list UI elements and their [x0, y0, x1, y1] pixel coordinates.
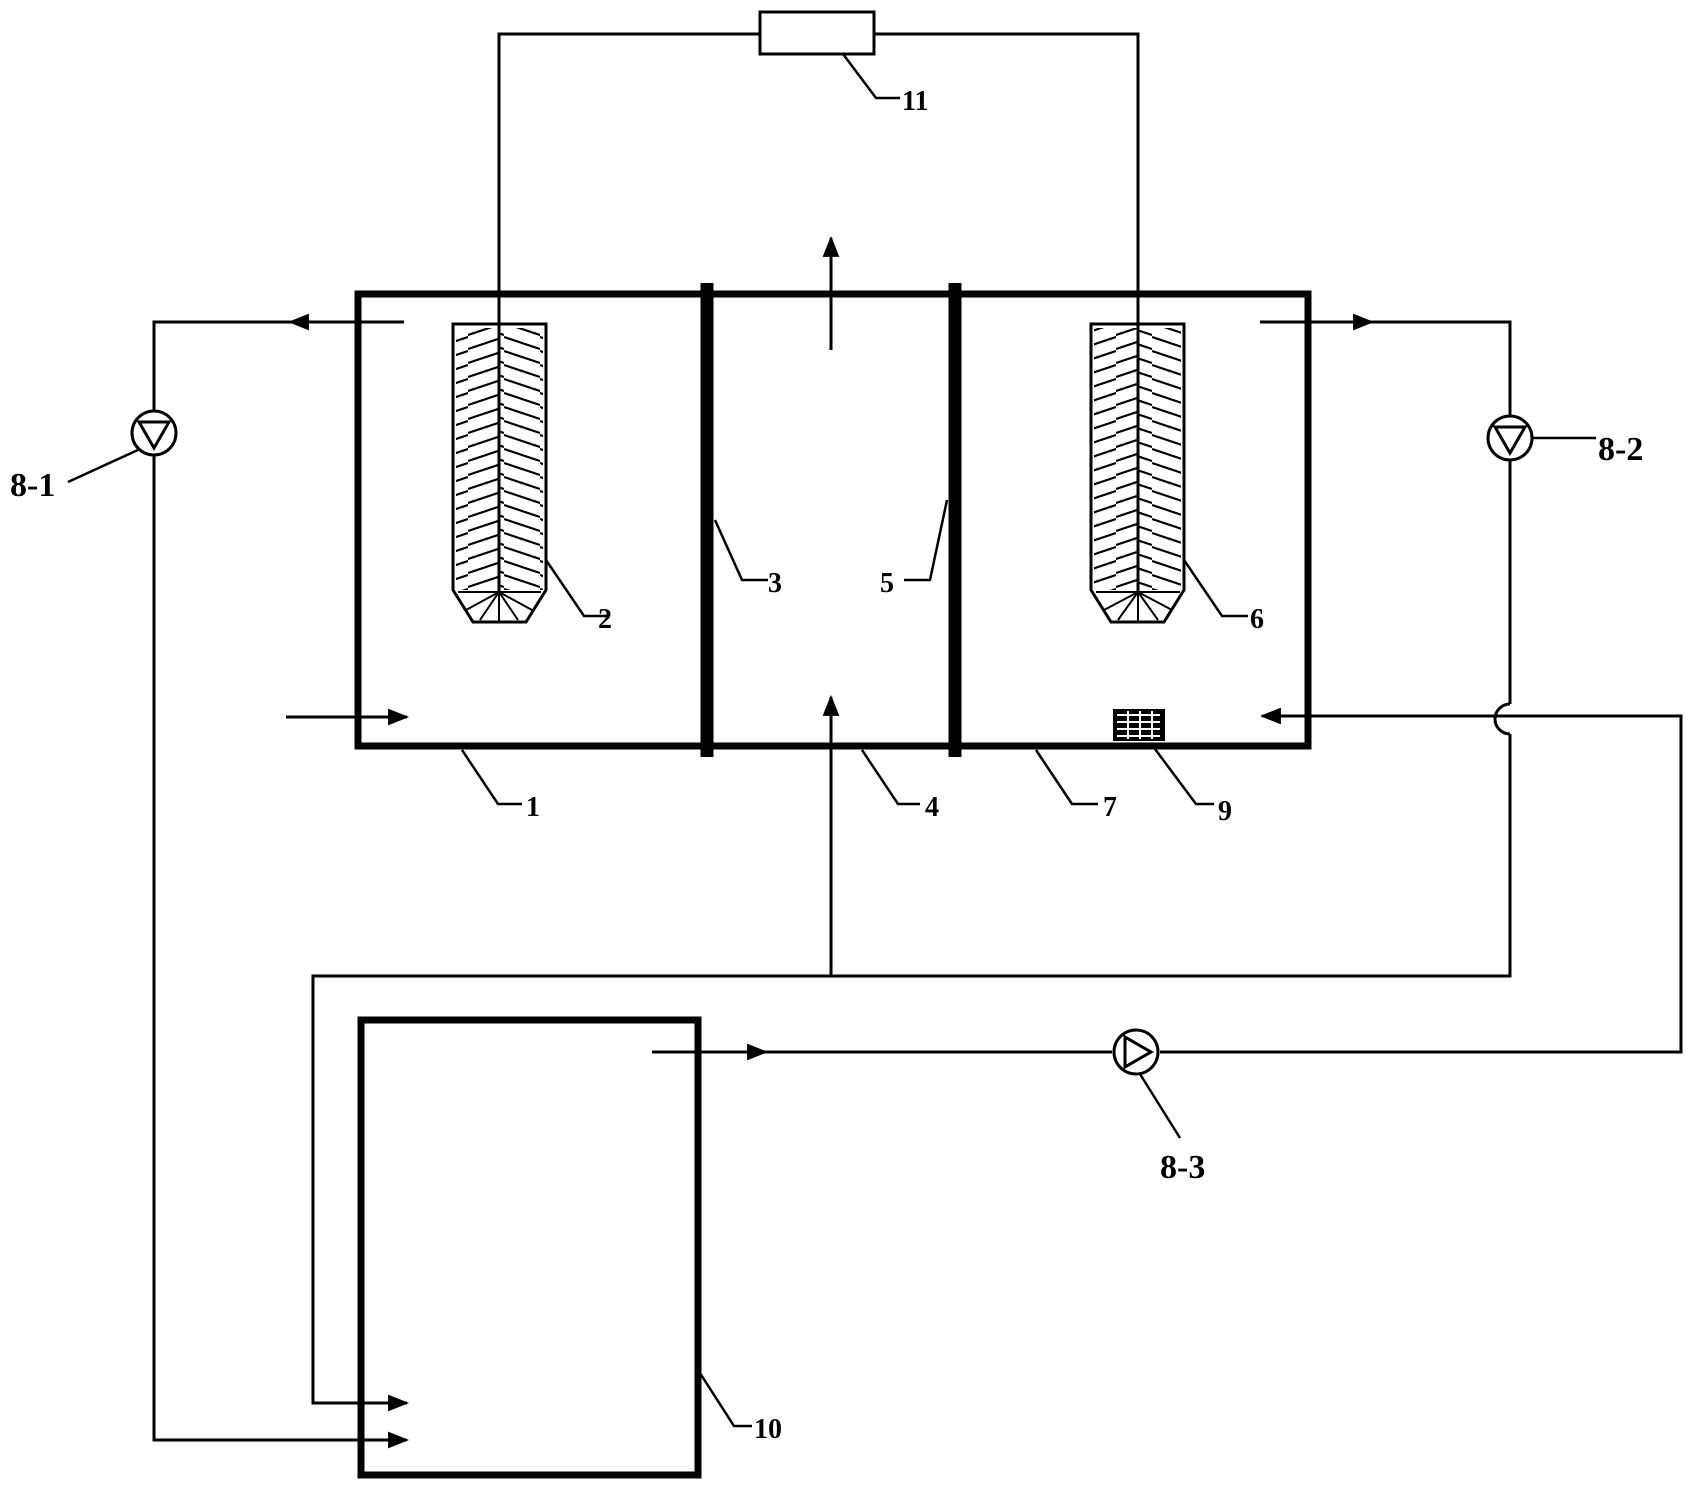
- label-membrane-5: 5: [880, 568, 894, 599]
- label-pump-8-2: 8-2: [1598, 431, 1643, 468]
- label-chamber-7: 7: [1103, 792, 1117, 823]
- label-membrane-3: 3: [768, 568, 782, 599]
- external-circuit: 11: [497, 10, 1140, 286]
- tank-10: [357, 1016, 702, 1479]
- pump-circle-triangle-icon: [130, 409, 178, 457]
- label-block-9: 9: [1218, 796, 1232, 827]
- label-tank-1: 1: [526, 792, 540, 823]
- label-electrode-6: 6: [1250, 604, 1264, 635]
- label-electrode-2: 2: [598, 604, 612, 635]
- label-chamber-4: 4: [925, 792, 939, 823]
- label-resistor-11: 11: [902, 86, 928, 117]
- feed-loop: 8-3: [652, 707, 1683, 1186]
- callouts: 2 3 5 6 1 4 7 9 10: [460, 499, 1264, 1445]
- label-pump-8-3: 8-3: [1160, 1149, 1205, 1186]
- resistor-icon: [758, 10, 876, 56]
- label-tank-10: 10: [754, 1414, 782, 1445]
- reactor: [354, 235, 1312, 976]
- block-9: [1113, 709, 1165, 741]
- brush-electrode-icon: [451, 286, 548, 624]
- label-pump-8-1: 8-1: [10, 467, 55, 504]
- pump-circle-triangle-icon: [1112, 1028, 1160, 1076]
- reactor-body: [354, 290, 1312, 750]
- right-recirculation-loop: 8-2: [311, 313, 1643, 1412]
- pump-circle-triangle-icon: [1486, 414, 1534, 462]
- left-recirculation-loop: 8-1: [10, 313, 410, 1449]
- brush-electrode-icon: [1089, 286, 1186, 624]
